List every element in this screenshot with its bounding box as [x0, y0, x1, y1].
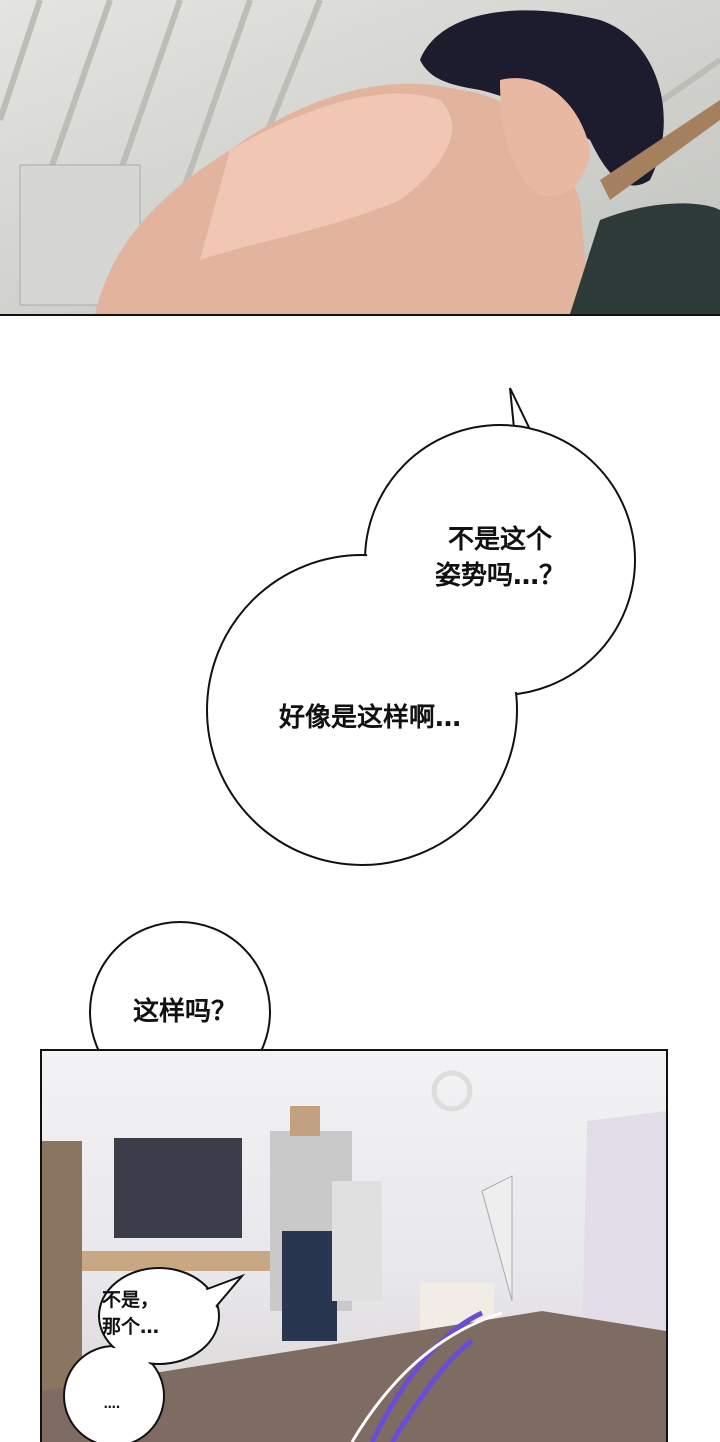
speech-text-bubble-1: 不是这个 姿势吗…？ [434, 525, 565, 592]
comic-panel-room: 不是， 那个… …. [40, 1049, 668, 1442]
speech-text-bubble-2: 好像是这样啊… [278, 703, 461, 733]
comic-panel-top [0, 0, 720, 316]
speech-bubbles-room [63, 1267, 246, 1442]
speech-text-bubble-5: …. [103, 1397, 121, 1411]
speech-text-bubble-4: 不是， 那个… [102, 1289, 160, 1338]
panel-art-room [42, 1070, 666, 1442]
panel-art-man-back [0, 0, 720, 314]
speech-bubbles-middle [89, 387, 636, 1049]
speech-text-bubble-3: 这样吗？ [132, 997, 237, 1027]
